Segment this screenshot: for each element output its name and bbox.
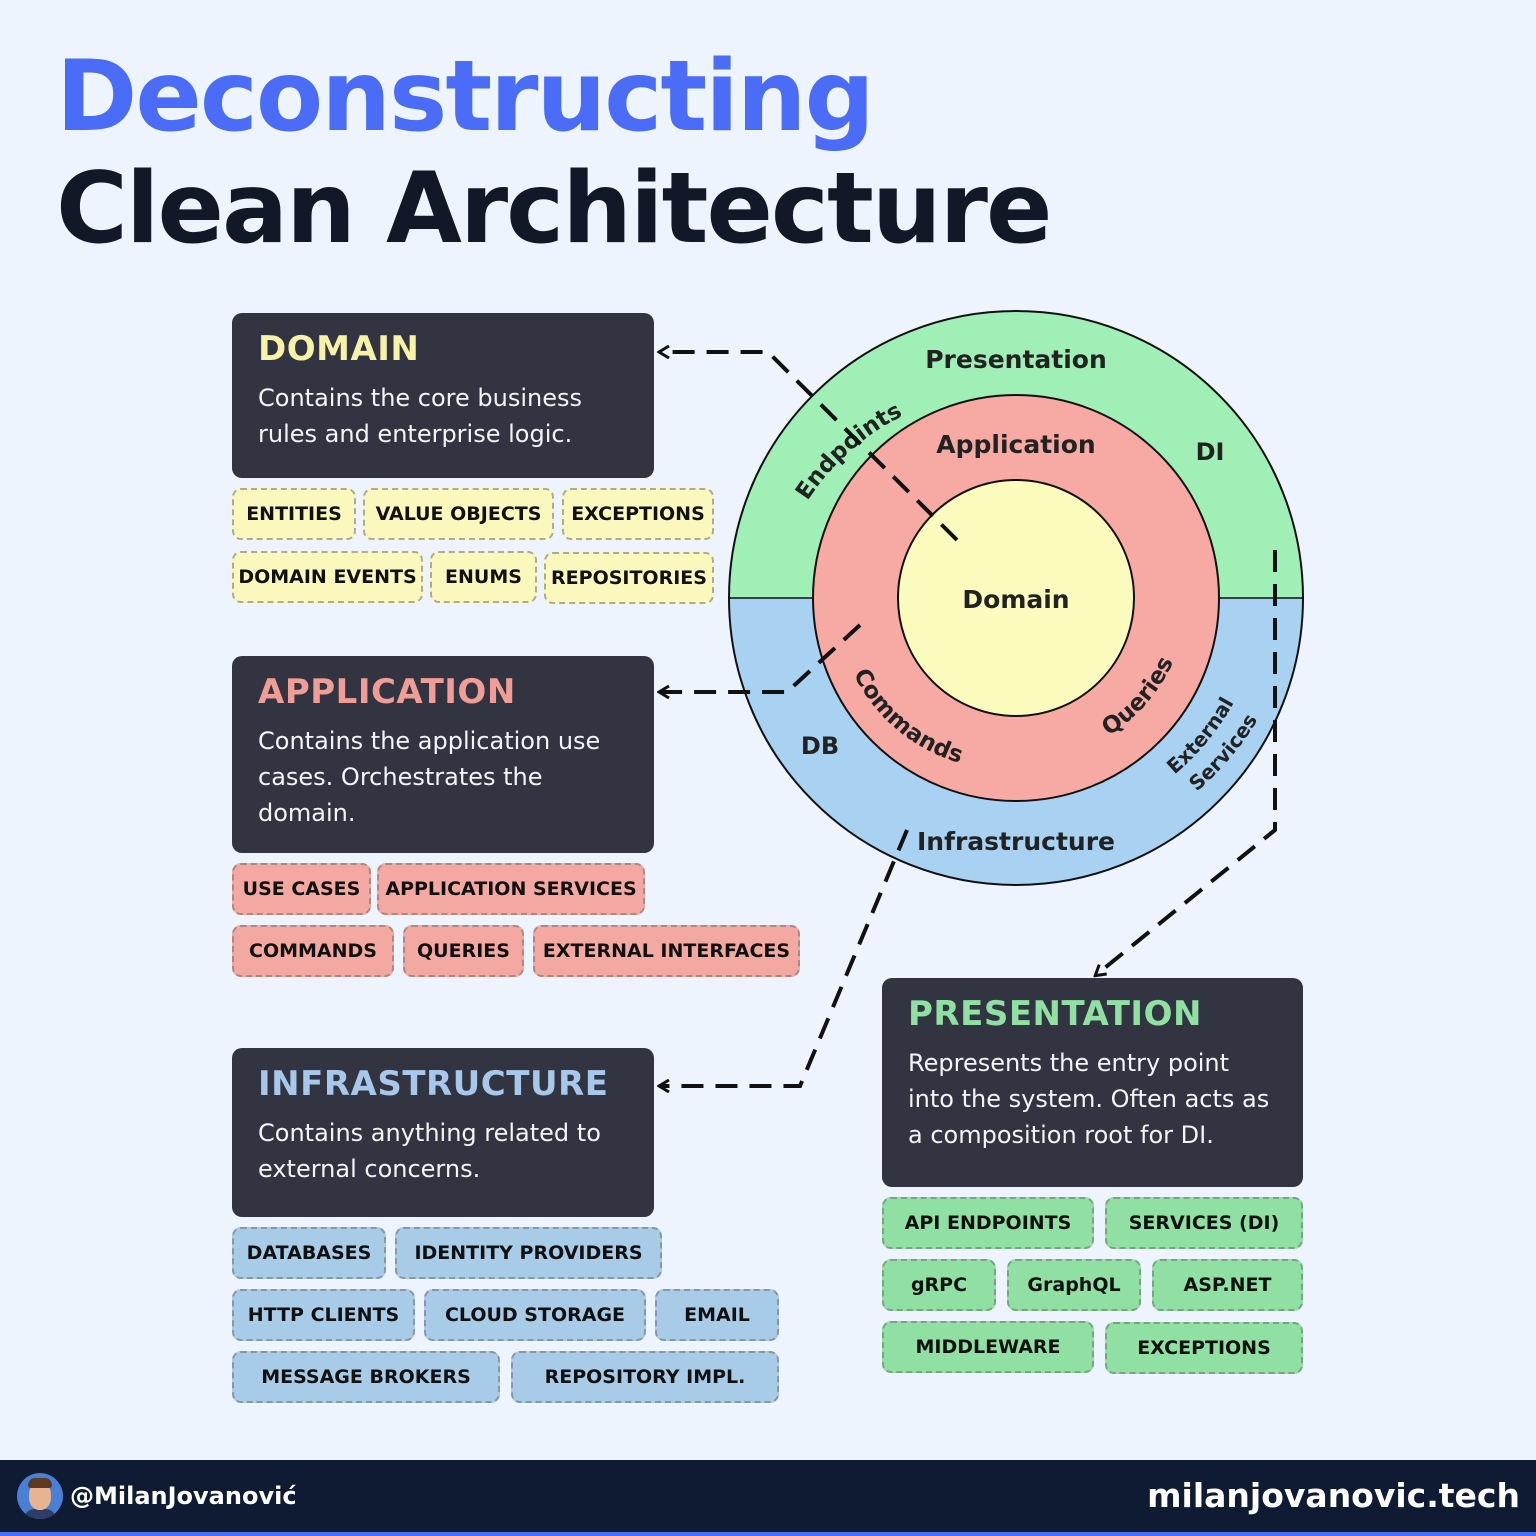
application-tag: USE CASES	[232, 863, 371, 915]
infrastructure-tag: CLOUD STORAGE	[424, 1289, 646, 1341]
application-card-title: APPLICATION	[258, 672, 516, 712]
infrastructure-card-description: Contains anything related to external co…	[258, 1119, 601, 1184]
application-tag: EXTERNAL INTERFACES	[533, 925, 800, 977]
domain-tag: DOMAIN EVENTS	[232, 551, 423, 603]
infrastructure-tag: DATABASES	[232, 1227, 386, 1279]
title-line-2: Clean Architecture	[56, 152, 1052, 266]
domain-card-title: DOMAIN	[258, 329, 420, 369]
domain-tag: EXCEPTIONS	[562, 488, 714, 540]
infrastructure-tag: IDENTITY PROVIDERS	[395, 1227, 662, 1279]
connector-infrastructure	[660, 829, 909, 1086]
domain-card-description: Contains the core business rules and ent…	[258, 384, 583, 449]
infrastructure-tag: MESSAGE BROKERS	[232, 1351, 500, 1403]
presentation-tag: ASP.NET	[1152, 1259, 1303, 1311]
application-tag: COMMANDS	[232, 925, 394, 977]
domain-tag: REPOSITORIES	[544, 552, 714, 604]
infrastructure-tag: REPOSITORY IMPL.	[511, 1351, 779, 1403]
presentation-card: PRESENTATION Represents the entry point …	[882, 978, 1303, 1187]
domain-tag: ENUMS	[430, 551, 537, 603]
domain-tag: ENTITIES	[232, 488, 356, 540]
title-line-1: Deconstructing	[56, 40, 875, 154]
label-domain: Domain	[962, 585, 1069, 614]
footer-bar: @MilanJovanović milanjovanovic.tech	[0, 1460, 1536, 1536]
application-card-description: Contains the application use cases. Orch…	[258, 727, 601, 828]
connector-application	[660, 623, 862, 692]
presentation-tag: GraphQL	[1007, 1259, 1141, 1311]
connector-domain	[660, 352, 959, 542]
infrastructure-card: INFRASTRUCTURE Contains anything related…	[232, 1048, 654, 1217]
presentation-tag: SERVICES (DI)	[1105, 1197, 1303, 1249]
author-handle[interactable]: @MilanJovanović	[70, 1482, 297, 1510]
presentation-tag: API ENDPOINTS	[882, 1197, 1094, 1249]
application-card: APPLICATION Contains the application use…	[232, 656, 654, 853]
label-db: DB	[801, 732, 839, 760]
presentation-card-title: PRESENTATION	[908, 994, 1202, 1034]
application-tag: QUERIES	[403, 925, 524, 977]
label-presentation: Presentation	[925, 345, 1107, 374]
infrastructure-tag: HTTP CLIENTS	[232, 1289, 415, 1341]
presentation-card-description: Represents the entry point into the syst…	[908, 1049, 1270, 1150]
presentation-tag: MIDDLEWARE	[882, 1321, 1094, 1373]
domain-tag: VALUE OBJECTS	[363, 488, 554, 540]
infrastructure-tag: EMAIL	[655, 1289, 779, 1341]
application-tag: APPLICATION SERVICES	[377, 863, 645, 915]
infrastructure-card-title: INFRASTRUCTURE	[258, 1064, 609, 1104]
website-link[interactable]: milanjovanovic.tech	[1147, 1476, 1520, 1515]
domain-card: DOMAIN Contains the core business rules …	[232, 313, 654, 478]
label-di: DI	[1196, 438, 1225, 466]
label-infrastructure: Infrastructure	[917, 827, 1115, 856]
presentation-tag: gRPC	[882, 1259, 996, 1311]
onion-diagram: Presentation Application Domain Infrastr…	[0, 310, 1304, 1460]
label-application: Application	[936, 430, 1095, 459]
presentation-tag: EXCEPTIONS	[1105, 1322, 1303, 1374]
connector-presentation	[1096, 550, 1277, 975]
avatar	[17, 1473, 63, 1519]
